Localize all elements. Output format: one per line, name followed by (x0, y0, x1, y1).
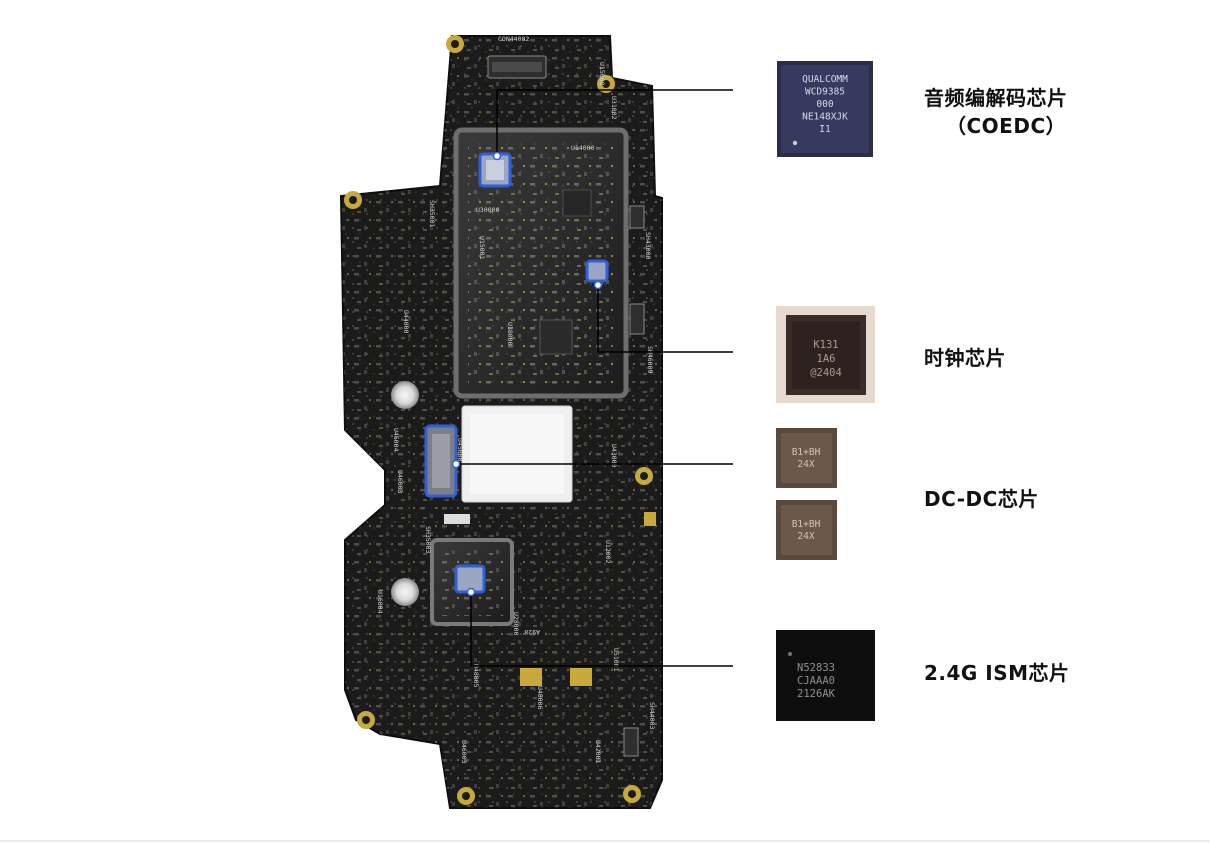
silkscreen-designator: U48005 (472, 664, 480, 688)
silkscreen-designator: U43000 (610, 444, 618, 468)
silkscreen-designator: U44000 (402, 310, 410, 334)
silkscreen-designator: U14000 (571, 144, 595, 152)
silkscreen-designator: SH35003 (424, 526, 432, 553)
chip-marking-line: 1A6 (817, 353, 836, 365)
silkscreen-designator: U51001 (612, 648, 620, 672)
leader-lines (456, 89, 733, 667)
leader-ism (470, 592, 733, 667)
chip-marking-line: B1+BH (792, 519, 821, 530)
silkscreen-designator: U18000 (506, 322, 514, 346)
chip-marking-line: @2404 (810, 367, 842, 379)
chip-marking-line: B1+BH (792, 447, 821, 458)
silkscreen-designator: SH44003 (648, 702, 656, 729)
leader-audio-codec (496, 89, 733, 156)
silkscreen-designator: U42001 (594, 740, 602, 764)
silkscreen-labels: CON44002U14000U30000U15001U44000U18000SH… (376, 35, 656, 764)
silkscreen-designator: U31002 (610, 96, 618, 120)
chip-marking-line: 24X (797, 531, 814, 542)
chip-marking-line: 24X (797, 459, 814, 470)
chip-photo-clock: K131 1A6 @2404 (776, 306, 875, 403)
silkscreen-designator: CON44002 (498, 35, 529, 43)
silkscreen-designator: SH43000 (644, 232, 652, 259)
label-clock: 时钟芯片 (924, 346, 1006, 370)
chip-marking-line: I1 (819, 124, 831, 135)
label-audio-codec-sub: （COEDC） (946, 114, 1067, 138)
label-dcdc: DC-DC芯片 (924, 487, 1039, 511)
label-ism: 2.4G ISM芯片 (924, 661, 1070, 685)
soc-chip (539, 319, 573, 355)
silkscreen-designator: U28000 (512, 612, 520, 636)
silkscreen-designator: U15000 (598, 62, 606, 86)
mount-hole-lower (391, 578, 419, 606)
mount-hole-upper (391, 381, 419, 409)
leader-clock (597, 285, 733, 353)
chip-marking-line: N52833 (797, 662, 835, 674)
silkscreen-designator: U45000 (456, 438, 464, 462)
chip-marking-line: 000 (816, 99, 833, 110)
silkscreen-designator: U46003 (460, 740, 468, 764)
chip-marking-line: NE148XJK (802, 112, 848, 123)
silkscreen-designator: U46003 (396, 470, 404, 494)
chip-marking-line: K131 (813, 339, 838, 351)
silkscreen-designator: A928 (524, 628, 540, 636)
highlight-clock (585, 259, 609, 283)
silkscreen-designator: U46004 (392, 428, 400, 452)
silkscreen-designator: U15001 (478, 236, 486, 260)
silkscreen-designator: U30000 (476, 206, 500, 214)
bottom-divider (0, 840, 1210, 842)
highlight-audio-codec (478, 152, 512, 188)
gold-pads (344, 35, 656, 805)
silkscreen-designator: SH46009 (646, 346, 654, 373)
chip-marking-line: QUALCOMM (802, 74, 848, 85)
highlight-dcdc (424, 424, 458, 498)
chip-marking-line: CJAAA0 (797, 675, 835, 687)
label-audio-codec: 音频编解码芯片 (924, 86, 1068, 110)
silkscreen-designator: U48006 (536, 686, 544, 710)
silkscreen-designator: SH35001 (428, 200, 436, 227)
silkscreen-designator: U12002 (604, 540, 612, 564)
silkscreen-designator: U16004 (376, 590, 384, 614)
chip-marking-line: 2126AK (797, 688, 836, 700)
chip-marking-line: WCD9385 (805, 87, 845, 98)
